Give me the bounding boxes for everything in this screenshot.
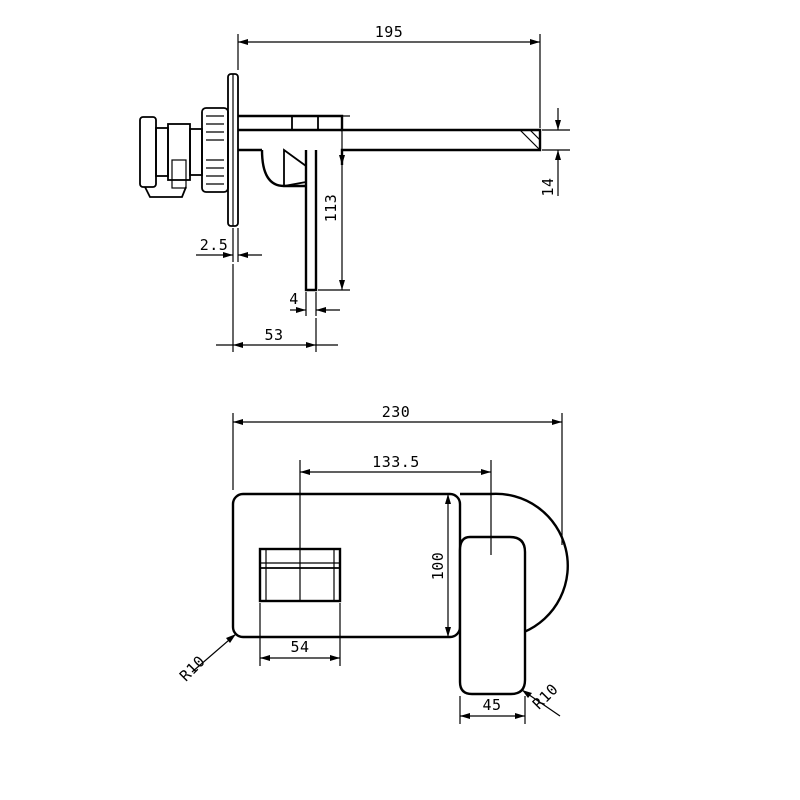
side-view: 195 14 113 2.5 (139, 23, 570, 352)
front-wall-plate (231, 492, 462, 639)
dim-113: 113 (318, 115, 350, 291)
dim-195: 195 (237, 23, 541, 128)
dim-230: 230 (232, 403, 563, 545)
dim-53-label: 53 (264, 326, 283, 344)
dim-133-5-label: 133.5 (372, 453, 420, 471)
front-view: 230 133.5 100 54 (176, 403, 569, 724)
dim-230-label: 230 (382, 403, 411, 421)
dim-54-label: 54 (290, 638, 309, 656)
dim-4-label: 4 (289, 290, 299, 308)
radius-plate-corner-label: R10 (176, 652, 209, 685)
dim-2-5: 2.5 (196, 228, 262, 262)
dim-14-label: 14 (539, 177, 557, 196)
side-wall-plate (227, 73, 239, 227)
dim-45: 45 (459, 696, 526, 724)
dim-4: 4 (289, 290, 340, 316)
dim-54: 54 (259, 603, 341, 666)
radius-plate-corner: R10 (176, 633, 237, 685)
radius-lever-corner: R10 (521, 680, 562, 717)
dim-133-5: 133.5 (299, 453, 492, 601)
side-valve-body (139, 107, 229, 198)
dim-100: 100 (429, 494, 451, 637)
dim-2-5-label: 2.5 (200, 236, 229, 254)
dim-14: 14 (539, 108, 570, 197)
dim-53: 53 (216, 264, 338, 352)
radius-lever-corner-label: R10 (529, 680, 562, 713)
front-spout-arc (460, 492, 569, 634)
side-lever (283, 148, 318, 292)
dim-195-label: 195 (375, 23, 404, 41)
dim-113-label: 113 (322, 194, 340, 223)
dim-100-label: 100 (429, 552, 447, 581)
dim-45-label: 45 (482, 696, 501, 714)
front-lever (458, 535, 527, 696)
